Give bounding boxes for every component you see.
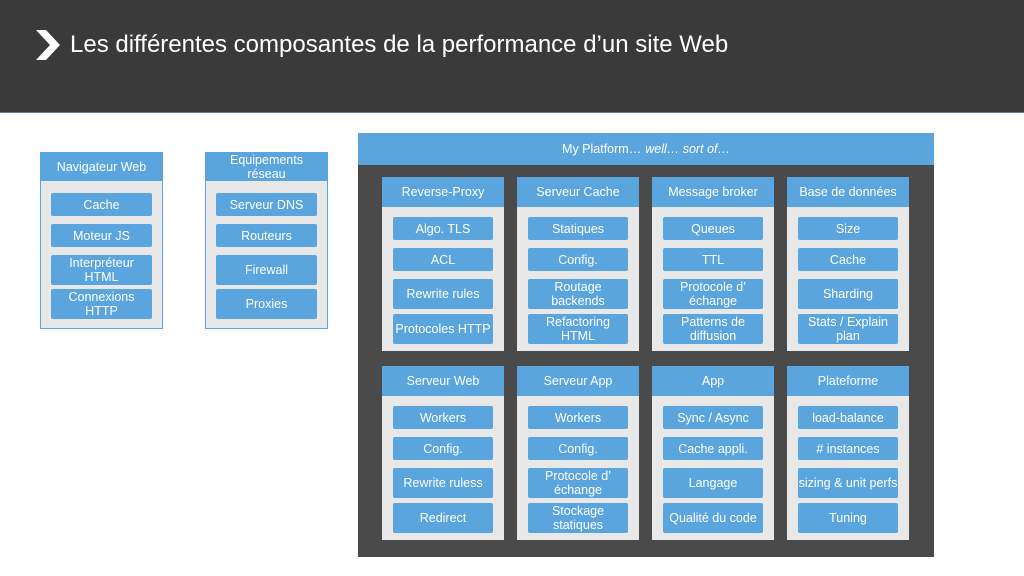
box-item: Cache: [798, 248, 898, 271]
box-item: Statiques: [528, 217, 628, 240]
box-item: Workers: [528, 406, 628, 429]
box-reverse-proxy: Reverse-Proxy Algo. TLS ACL Rewrite rule…: [382, 177, 504, 351]
box-title: Serveur App: [517, 366, 639, 396]
box-message-broker: Message broker Queues TTL Protocole d’ é…: [652, 177, 774, 351]
box-plateforme: Plateforme load-balance # instances sizi…: [787, 366, 909, 540]
box-item: Size: [798, 217, 898, 240]
box-serveur-web: Serveur Web Workers Config. Rewrite rule…: [382, 366, 504, 540]
box-serveur-app: Serveur App Workers Config. Protocole d’…: [517, 366, 639, 540]
box-item: Stockage statiques: [528, 503, 628, 533]
box-item: Protocoles HTTP: [393, 314, 493, 344]
item-proxies: Proxies: [216, 289, 317, 319]
box-app: App Sync / Async Cache appli. Langage Qu…: [652, 366, 774, 540]
box-item: Sync / Async: [663, 406, 763, 429]
box-item: Rewrite ruless: [393, 468, 493, 498]
panel-title: Equipements réseau: [206, 153, 327, 181]
page-title: Les différentes composantes de la perfor…: [70, 31, 729, 58]
box-item: Refactoring HTML: [528, 314, 628, 344]
platform-title-main: My Platform…: [562, 142, 642, 156]
item-firewall: Firewall: [216, 255, 317, 285]
box-item: Config.: [393, 437, 493, 460]
box-item: Sharding: [798, 279, 898, 309]
item-cache: Cache: [51, 193, 152, 216]
title-bar: Les différentes composantes de la perfor…: [0, 0, 1024, 113]
box-title: Serveur Web: [382, 366, 504, 396]
box-item: Redirect: [393, 503, 493, 533]
panel-equipements-reseau: Equipements réseau Serveur DNS Routeurs …: [205, 152, 328, 329]
box-item: Protocole d’ échange: [663, 279, 763, 309]
chevron-right-icon: [36, 30, 60, 60]
box-item: Stats / Explain plan: [798, 314, 898, 344]
box-serveur-cache: Serveur Cache Statiques Config. Routage …: [517, 177, 639, 351]
platform-title-subtitle: well… sort of…: [645, 142, 730, 156]
box-item: Tuning: [798, 503, 898, 533]
box-item: ACL: [393, 248, 493, 271]
box-item: load-balance: [798, 406, 898, 429]
box-item: sizing & unit perfs: [798, 468, 898, 498]
box-base-de-donnees: Base de données Size Cache Sharding Stat…: [787, 177, 909, 351]
platform-container: My Platform… well… sort of… Reverse-Prox…: [358, 133, 934, 557]
panel-navigateur-web: Navigateur Web Cache Moteur JS Interprét…: [40, 152, 163, 329]
item-interpreteur-html: Interpréteur HTML: [51, 255, 152, 285]
box-title: Plateforme: [787, 366, 909, 396]
platform-title: My Platform… well… sort of…: [358, 133, 934, 165]
box-title: App: [652, 366, 774, 396]
box-item: # instances: [798, 437, 898, 460]
box-item: TTL: [663, 248, 763, 271]
box-title: Reverse-Proxy: [382, 177, 504, 207]
item-connexions-http: Connexions HTTP: [51, 289, 152, 319]
box-item: Langage: [663, 468, 763, 498]
box-item: Patterns de diffusion: [663, 314, 763, 344]
item-routeurs: Routeurs: [216, 224, 317, 247]
box-title: Base de données: [787, 177, 909, 207]
box-item: Routage backends: [528, 279, 628, 309]
box-item: Protocole d’ échange: [528, 468, 628, 498]
box-item: Rewrite rules: [393, 279, 493, 309]
box-item: Config.: [528, 248, 628, 271]
box-title: Message broker: [652, 177, 774, 207]
item-serveur-dns: Serveur DNS: [216, 193, 317, 216]
box-item: Queues: [663, 217, 763, 240]
item-moteur-js: Moteur JS: [51, 224, 152, 247]
box-item: Cache appli.: [663, 437, 763, 460]
box-item: Qualité du code: [663, 503, 763, 533]
box-title: Serveur Cache: [517, 177, 639, 207]
box-item: Workers: [393, 406, 493, 429]
panel-title: Navigateur Web: [41, 153, 162, 181]
box-item: Config.: [528, 437, 628, 460]
box-item: Algo. TLS: [393, 217, 493, 240]
